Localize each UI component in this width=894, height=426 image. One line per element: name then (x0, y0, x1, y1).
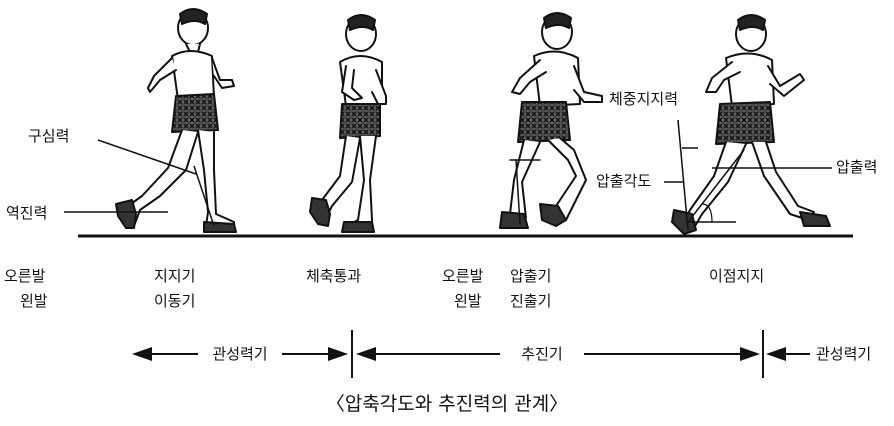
centripetal-force-pointer (97, 139, 197, 175)
weight-support-vector (677, 119, 689, 231)
centripetal-force-label: 구심력 (28, 127, 70, 145)
phase-advance: 진출기 (510, 292, 552, 310)
phase-moving: 이동기 (154, 292, 196, 310)
phase-right-foot-1: 오른발 (4, 267, 46, 285)
phase-left-foot-1: 왼발 (20, 292, 48, 310)
push-force-label: 압출력 (836, 158, 878, 176)
phase-body-axis-pass: 체축통과 (306, 267, 362, 285)
phase-right-foot-2: 오른발 (442, 267, 484, 285)
runner-push-phase (499, 12, 603, 229)
runner-support-phase (115, 8, 237, 233)
runner-body-axis-pass (309, 14, 387, 233)
phase-push: 압출기 (510, 267, 552, 285)
timeline-propulsion: 추진기 (521, 345, 563, 363)
push-angle-label: 압출각도 (596, 172, 652, 190)
timeline-inertia-left: 관성력기 (212, 345, 268, 363)
push-force-vector (687, 149, 745, 223)
reverse-force-label: 역진력 (6, 204, 48, 222)
runner-separation (671, 14, 831, 235)
phase-left-foot-2: 왼발 (454, 292, 482, 310)
centripetal-force-vector (193, 165, 215, 227)
weight-support-force-label: 체중지지력 (609, 90, 679, 108)
phase-separation: 이점지지 (709, 267, 765, 285)
phase-support: 지지기 (154, 267, 196, 285)
push-angle-arc (701, 203, 713, 223)
timeline-inertia-right: 관성력기 (816, 345, 872, 363)
diagram-caption: 〈압축각도와 추진력의 관계〉 (325, 393, 569, 415)
